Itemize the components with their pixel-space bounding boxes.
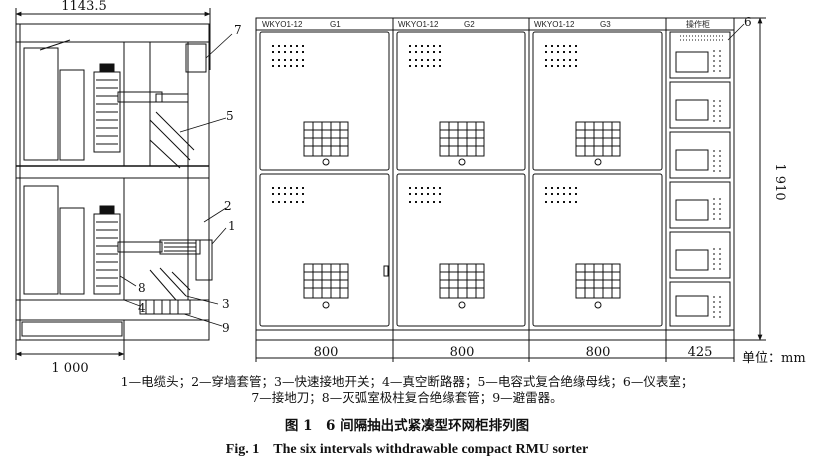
instrument-module-5 (669, 231, 731, 279)
front-enclosure (255, 17, 735, 341)
rmu-arrangement-drawing: 1143.5 1 000 7 5 2 1 3 4 8 9 (15, 0, 806, 376)
g3-upper-vent-grille (575, 121, 621, 157)
g3-model-label: WKYO1-12 (534, 20, 575, 29)
panel-g3 (532, 31, 663, 327)
g3-lower-door (532, 173, 663, 327)
g1-lower-handle-icon (322, 301, 330, 309)
width-dimension-g1: 800 (314, 345, 339, 360)
g3-id-label: G3 (600, 20, 611, 29)
instrument-cabinet-label: 操作柜 (686, 19, 710, 29)
callout-1: 1 (228, 219, 236, 233)
caption-chinese: 图 1 6 间隔抽出式紧凑型环网柜排列图 (284, 418, 530, 434)
g3-upper-door (532, 31, 663, 171)
g2-id-label: G2 (464, 20, 475, 29)
g1-id-label: G1 (330, 20, 341, 29)
panel-g2 (383, 31, 526, 327)
g2-upper-vent-grille (439, 121, 485, 157)
callout-4: 4 (138, 301, 146, 315)
instrument-cabinet (669, 31, 731, 327)
instrument-module-1 (669, 31, 731, 79)
width-dimension-instrument: 425 (688, 345, 713, 360)
g1-upper-vent-grille (303, 121, 349, 157)
callout-2: 2 (224, 199, 232, 213)
callout-3: 3 (222, 297, 230, 311)
height-dimension: 1 910 (772, 163, 787, 200)
surge-arrester (139, 299, 191, 315)
composite-busbar (149, 111, 195, 169)
instrument-module-3 (669, 131, 731, 179)
instrument-module-2 (669, 81, 731, 129)
g2-model-label: WKYO1-12 (398, 20, 439, 29)
g1-lower-door (259, 173, 390, 327)
g1-upper-handle-icon (322, 158, 330, 166)
side-top-dimension: 1143.5 (61, 0, 107, 14)
earthing-knife (185, 43, 207, 73)
callout-6: 6 (744, 15, 752, 29)
cable-head (195, 239, 213, 281)
unit-label: 单位：mm (742, 351, 806, 366)
legend-line-2: 7—接地刀；8—灭弧室极柱复合绝缘套管；9—避雷器。 (251, 390, 563, 405)
g3-upper-handle-icon (594, 158, 602, 166)
g3-lower-vent-grille (575, 263, 621, 299)
g3-lower-handle-icon (594, 301, 602, 309)
g1-upper-door (259, 31, 390, 171)
g1-model-label: WKYO1-12 (262, 20, 303, 29)
instrument-module-4 (669, 181, 731, 229)
g2-lower-vent-grille (439, 263, 485, 299)
instrument-module-6 (669, 281, 731, 327)
lower-vacuum-breaker (93, 205, 201, 295)
callout-7: 7 (234, 23, 242, 37)
callout-5: 5 (226, 109, 234, 123)
front-view (255, 17, 766, 362)
g1-lower-vent-grille (303, 263, 349, 299)
callout-9: 9 (222, 321, 230, 335)
g2-lower-handle-icon (458, 301, 466, 309)
legend-line-1: 1—电缆头；2—穿墙套管；3—快速接地开关；4—真空断路器；5—电容式复合绝缘母… (120, 374, 694, 389)
side-bottom-dimension: 1 000 (51, 361, 88, 376)
side-enclosure (15, 23, 210, 341)
width-dimension-g2: 800 (450, 345, 475, 360)
panel-g1 (259, 31, 390, 327)
caption-english: Fig. 1 The six intervals withdrawable co… (225, 442, 589, 457)
upper-vacuum-breaker (93, 63, 189, 153)
g2-upper-handle-icon (458, 158, 466, 166)
side-view (15, 8, 213, 360)
g2-lower-door (396, 173, 526, 327)
callout-leaders (119, 33, 233, 327)
g2-upper-door (396, 31, 526, 171)
width-dimension-g3: 800 (586, 345, 611, 360)
callout-8: 8 (138, 281, 146, 295)
